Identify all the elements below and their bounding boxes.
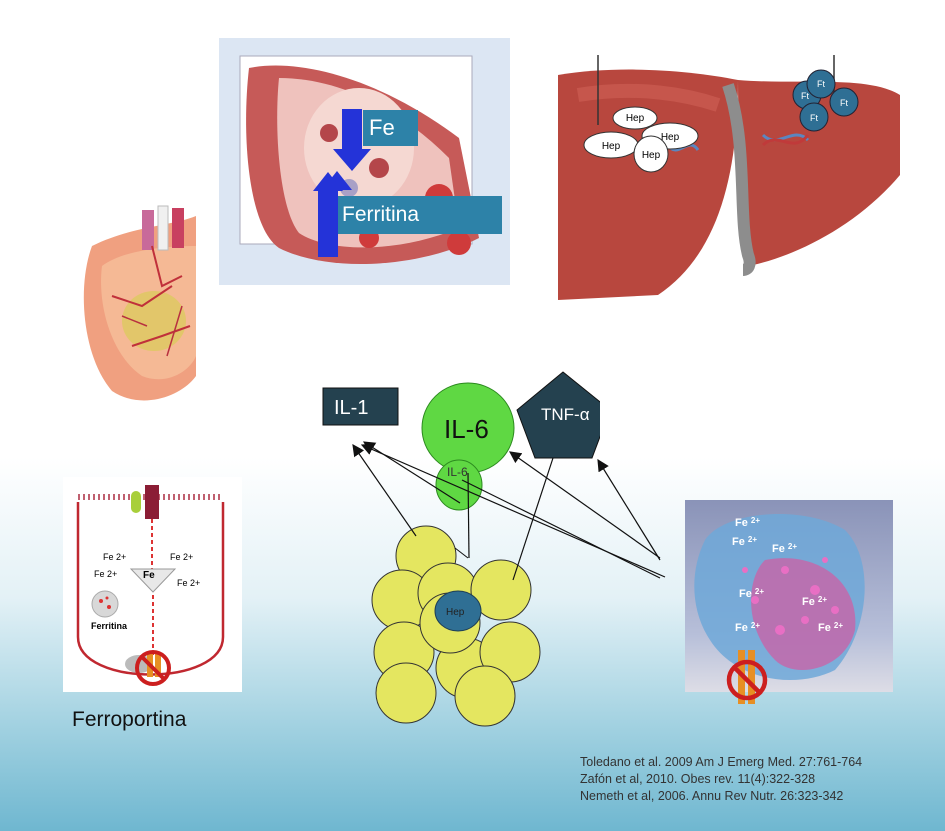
ft-label-1: Ft: [801, 91, 809, 101]
macrophage-fe-7: Fe 2+: [818, 621, 843, 634]
hep-label-1: Hep: [626, 113, 645, 124]
il1-label: IL-1: [334, 397, 368, 419]
cell-fe-2: Fe 2+: [170, 552, 193, 562]
ferritin-label: Ferritina: [338, 196, 502, 234]
cell-fe-3: Fe 2+: [94, 569, 117, 579]
cell-fe-1: Fe 2+: [103, 552, 126, 562]
reference-2: Zafón et al, 2010. Obes rev. 11(4):322-3…: [580, 772, 816, 786]
macrophage-fe-5: Fe 2+: [802, 595, 827, 608]
hep-label-2: Hep: [661, 132, 680, 143]
ferroportin-caption: Ferroportina: [72, 708, 187, 731]
macrophage-blocked-ferroportin: [726, 650, 768, 704]
hep-label-4: Hep: [642, 150, 661, 161]
fe-label: Fe: [363, 110, 418, 146]
cytokine-diagram: IL-1 IL-6 IL-6 TNF-α Hep: [322, 371, 600, 727]
macrophage-fe-4: Fe 2+: [739, 587, 764, 600]
hep-circle: [434, 590, 482, 632]
references: Toledano et al. 2009 Am J Emerg Med. 27:…: [580, 754, 862, 805]
reference-3: Nemeth et al, 2006. Annu Rev Nutr. 26:32…: [580, 789, 844, 803]
macrophage-illustration: Fe 2+ Fe 2+ Fe 2+ Fe 2+ Fe 2+ Fe 2+ Fe 2…: [685, 500, 893, 692]
reference-1: Toledano et al. 2009 Am J Emerg Med. 27:…: [580, 755, 863, 769]
hep-label: Hep: [446, 607, 465, 618]
cell-fe-4: Fe 2+: [177, 578, 200, 588]
ft-label-2: Ft: [817, 79, 825, 89]
pancreas-illustration: [72, 186, 198, 414]
macrophage-arrows: [360, 443, 666, 579]
liver-illustration: Hep Hep Hep Hep Ft Ft Ft Ft: [538, 55, 902, 304]
il6-large-label: IL-6: [444, 414, 489, 444]
blocked-icon: [135, 650, 171, 686]
il1-box: [322, 387, 399, 426]
vessel-illustration: [239, 55, 479, 265]
macrophage-fe-1: Fe 2+: [735, 516, 760, 529]
ft-label-3: Ft: [840, 98, 848, 108]
enterocyte-illustration: Fe Fe 2+ Fe 2+ Fe 2+ Fe 2+ Ferritina: [63, 477, 242, 692]
hep-label-3: Hep: [602, 141, 621, 152]
vessel-panel: [219, 38, 510, 285]
il6-small-label: IL-6: [447, 465, 468, 479]
ft-label-4: Ft: [810, 113, 818, 123]
cell-ferritin-label: Ferritina: [91, 621, 128, 631]
macrophage-fe-3: Fe 2+: [772, 542, 797, 555]
macrophage-fe-2: Fe 2+: [732, 535, 757, 548]
cell-center-fe: Fe: [143, 570, 155, 581]
il6-small-circle: [435, 459, 483, 511]
macrophage-fe-6: Fe 2+: [735, 621, 760, 634]
tnf-label: TNF-α: [541, 405, 590, 424]
tnf-pentagon: [516, 371, 600, 459]
blocked-icon: [726, 659, 768, 701]
